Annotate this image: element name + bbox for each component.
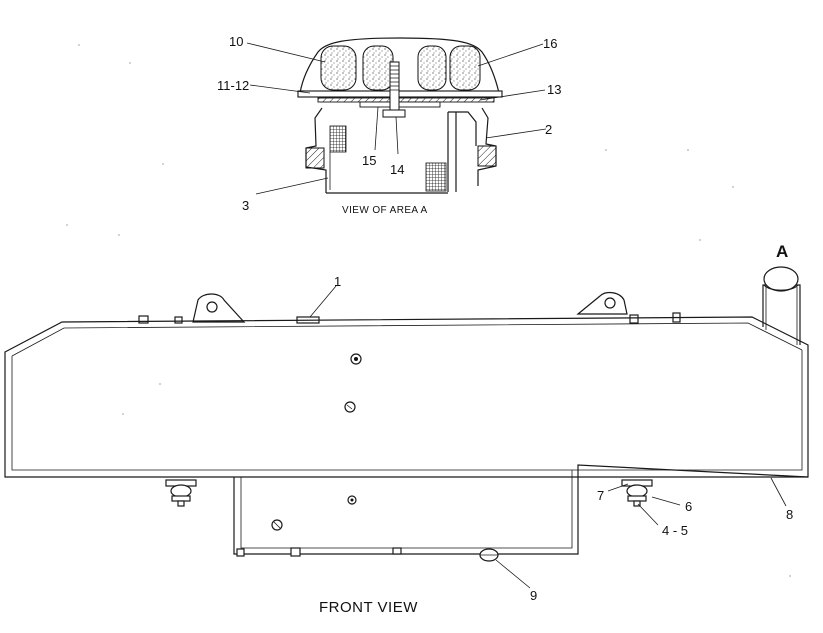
tank-body <box>4 316 809 478</box>
filter-element <box>320 45 357 91</box>
callout-3: 3 <box>242 198 249 213</box>
callout-6: 6 <box>685 499 692 514</box>
sump-box <box>233 464 809 555</box>
screen-mesh <box>425 162 447 192</box>
callout-13: 13 <box>547 82 561 97</box>
filter-element <box>417 45 447 91</box>
filler-neck-main <box>762 284 801 345</box>
filter-element <box>449 45 481 91</box>
scan-specks <box>66 44 791 577</box>
screen-mesh <box>329 125 347 153</box>
front-view-caption: FRONT VIEW <box>319 599 418 616</box>
breather-cap <box>763 266 799 292</box>
gasket <box>317 97 495 103</box>
callout-2: 2 <box>545 122 552 137</box>
base-plate <box>297 90 503 98</box>
nut <box>382 109 406 118</box>
callout-9: 9 <box>530 588 537 603</box>
mount-isolator-right <box>621 479 653 507</box>
callout-7: 7 <box>597 488 604 503</box>
filter-element <box>362 45 394 91</box>
flange-left <box>305 147 325 169</box>
flange-right <box>477 145 497 167</box>
mount-isolator-left <box>165 479 197 507</box>
lifting-lug <box>576 291 628 315</box>
callout-1: 1 <box>334 274 341 289</box>
callout-14: 14 <box>390 162 404 177</box>
callout-11-12: 11-12 <box>217 78 249 93</box>
breather-cap-detail <box>297 37 503 194</box>
main-leaders <box>309 285 787 589</box>
lifting-lug <box>192 293 246 323</box>
callout-10: 10 <box>229 34 243 49</box>
callout-16: 16 <box>543 36 557 51</box>
detail-leaders <box>246 42 547 195</box>
washer <box>359 101 441 108</box>
detail-label-a: A <box>776 242 788 261</box>
tank-front-view <box>4 266 809 562</box>
callout-4-5: 4 - 5 <box>662 523 688 538</box>
vent-tube <box>447 112 457 192</box>
detail-caption: VIEW OF AREA A <box>342 205 428 216</box>
callout-8: 8 <box>786 507 793 522</box>
callout-15: 15 <box>362 153 376 168</box>
